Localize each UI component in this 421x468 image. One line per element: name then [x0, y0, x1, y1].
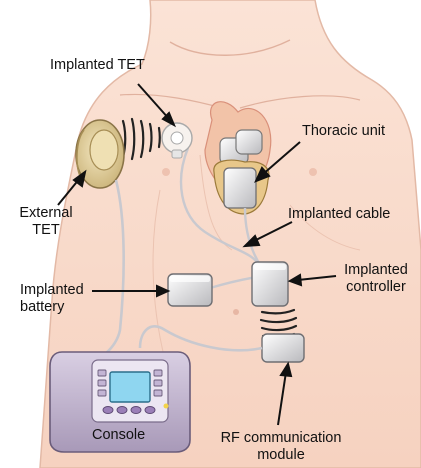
label-implanted-battery-line1: Implanted: [20, 282, 84, 299]
label-external-tet-line1: External: [10, 205, 82, 222]
label-thoracic-unit: Thoracic unit: [302, 123, 385, 140]
label-external-tet-line2: TET: [10, 222, 82, 239]
label-implanted-controller: Implanted controller: [336, 262, 416, 296]
label-rf-module-line2: module: [206, 447, 356, 464]
label-implanted-tet: Implanted TET: [50, 57, 145, 74]
label-console: Console: [92, 427, 145, 444]
label-implanted-controller-line2: controller: [336, 279, 416, 296]
rf-module-device: [262, 334, 304, 362]
label-implanted-battery-line2: battery: [20, 299, 84, 316]
label-implanted-battery: Implanted battery: [20, 282, 84, 316]
implanted-controller-device: [252, 262, 288, 306]
implanted-battery-device: [168, 274, 212, 306]
label-external-tet: External TET: [10, 205, 82, 239]
label-implanted-cable: Implanted cable: [288, 206, 390, 223]
label-implanted-controller-line1: Implanted: [336, 262, 416, 279]
label-rf-module-line1: RF communication: [206, 430, 356, 447]
label-rf-module: RF communication module: [206, 430, 356, 464]
